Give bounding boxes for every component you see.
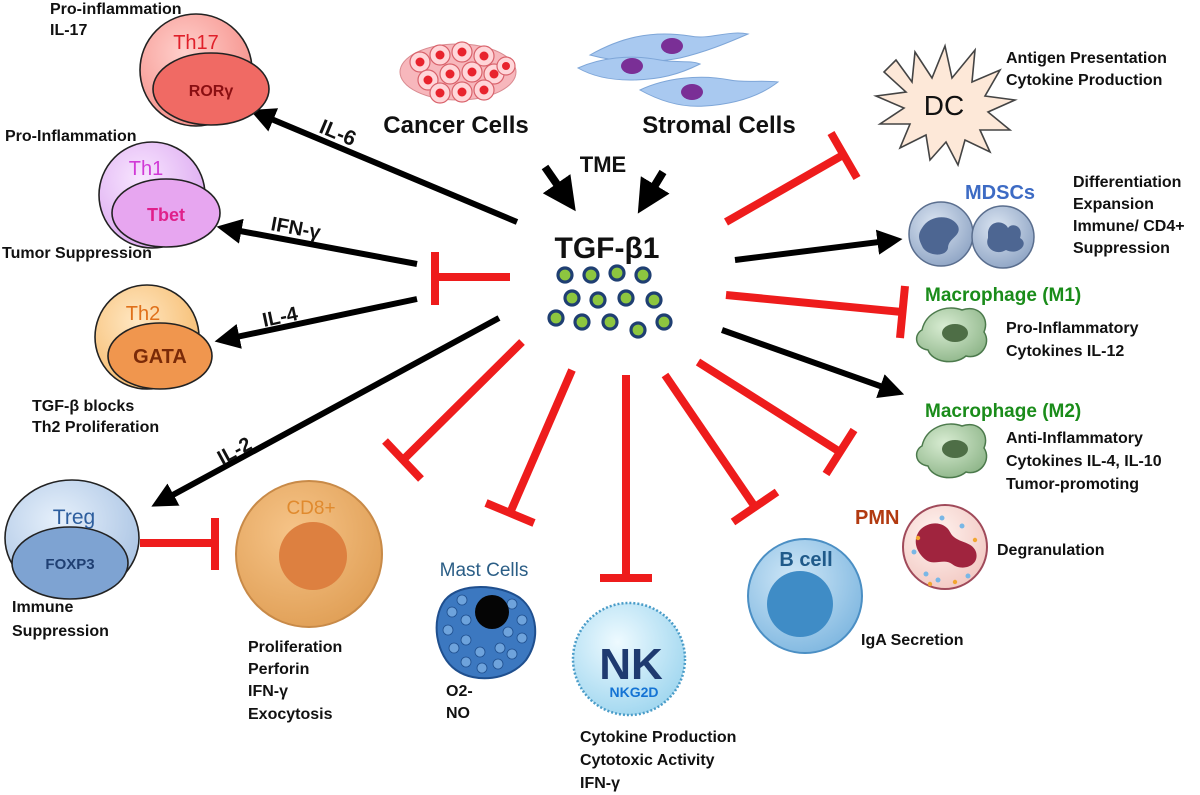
pmn-note: Degranulation (997, 542, 1105, 559)
tgf-to-th17-arrow (250, 108, 519, 225)
nk-note-line1: Cytokine Production (580, 729, 736, 746)
th2-tf-label: GATA (133, 346, 187, 368)
m2-macrophage-icon (915, 423, 988, 479)
m1-note-line1: Pro-Inflammatory (1006, 320, 1139, 337)
th1-note-bottom: Tumor Suppression (2, 245, 152, 262)
stromal-cells-label: Stromal Cells (642, 112, 795, 139)
cd8-note-line4: Exocytosis (248, 706, 333, 723)
dc-note-line1: Antigen Presentation (1006, 50, 1167, 67)
tme-label: TME (580, 152, 626, 177)
tgf-to-treg-arrow (151, 315, 501, 507)
mdsc-note-line3: Immune/ CD4+ (1073, 218, 1185, 235)
pmn-cell-icon (902, 504, 988, 590)
m2-note-line1: Anti-Inflammatory (1006, 430, 1143, 447)
tgf-inhibits-cd8 (382, 339, 525, 482)
cd8-note-line1: Proliferation (248, 639, 342, 656)
nk-cell (571, 601, 687, 717)
tgf-to-th1-arrow (216, 218, 418, 267)
dc-label: DC (924, 90, 964, 121)
th17-note-line2: IL-17 (50, 22, 87, 39)
m1-note-line2: Cytokines IL-12 (1006, 343, 1124, 360)
th1-note-top: Pro-Inflammation (5, 128, 137, 145)
nk-note-line3: IFN-γ (580, 775, 620, 792)
tgf-to-mdsc-arrow (734, 229, 903, 263)
th2-note-line1: TGF-β blocks (32, 398, 134, 415)
th17-cell (139, 13, 270, 127)
promote-arrows (151, 108, 905, 507)
mast-cell-icon (435, 586, 537, 680)
tgf-inhibits-mast (484, 368, 576, 527)
mdsc-note-line2: Expansion (1073, 196, 1154, 213)
treg-inhibits-cd8 (140, 518, 219, 570)
mdsc-cells-icon (908, 201, 1035, 269)
tgf-to-th2-arrow (214, 296, 418, 349)
th2-label: Th2 (126, 303, 160, 325)
mdsc-note-line1: Differentiation (1073, 174, 1181, 191)
inhibit-lines (140, 130, 909, 582)
tgf-inhibits-nk (600, 375, 652, 582)
th1-tf-label: Tbet (147, 205, 185, 225)
cd8-note-line3: IFN-γ (248, 683, 288, 700)
cd8-note-line2: Perforin (248, 661, 309, 678)
cancer-to-tgf-arrow (541, 164, 576, 212)
b-cell-label: B cell (779, 549, 832, 571)
nk-label: NK (599, 640, 663, 689)
nk-note-line2: Cytotoxic Activity (580, 752, 715, 769)
tgf-inhibits-bcell (661, 372, 780, 526)
tgf-inhibits-th1-th2 (431, 252, 510, 305)
b-cell-note: IgA Secretion (861, 632, 964, 649)
th2-note-line2: Th2 Proliferation (32, 419, 159, 436)
mast-cells-label: Mast Cells (440, 560, 529, 581)
stromal-cells-icon (576, 32, 780, 107)
treg-tf-label: FOXP3 (45, 556, 94, 573)
m1-macrophage-icon (915, 307, 988, 363)
th17-label: Th17 (173, 32, 219, 54)
cancer-cells-icon (399, 41, 517, 104)
mdsc-note-line4: Suppression (1073, 240, 1170, 257)
m1-label: Macrophage (M1) (925, 285, 1081, 306)
tgf-to-m2-arrow (720, 327, 905, 398)
dc-cell-icon (873, 43, 1018, 168)
nk-receptor-label: NKG2D (609, 684, 658, 700)
th17-tf-label: RORγ (189, 83, 234, 100)
th2-cell (94, 284, 213, 390)
cd8-label-text: CD8+ (286, 498, 335, 519)
cancer-cells-label: Cancer Cells (383, 112, 528, 139)
mast-note-no: NO (446, 705, 470, 722)
treg-note-line1: Immune (12, 599, 73, 616)
tgf-inhibits-pmn (695, 358, 858, 477)
tgf-inhibits-dc (724, 130, 861, 226)
th1-cell (98, 141, 221, 249)
tgf-beta1-label: TGF-β1 (555, 232, 660, 265)
th17-note-line1: Pro-inflammation (50, 1, 182, 18)
dc-note-line2: Cytokine Production (1006, 72, 1162, 89)
mast-note-o2: O2- (446, 683, 473, 700)
m2-note-line2: Cytokines IL-4, IL-10 (1006, 453, 1162, 470)
b-cell (747, 538, 863, 654)
mdsc-label: MDSCs (965, 182, 1035, 204)
cd8-label: CD8+ (286, 498, 335, 519)
tgf-inhibits-m1 (725, 285, 909, 339)
treg-label: Treg (53, 506, 95, 529)
tgf-beta1-molecules-icon (547, 264, 673, 339)
stromal-to-tgf-arrow (637, 169, 670, 214)
cd8-cell (235, 480, 383, 628)
treg-note-line2: Suppression (12, 623, 109, 640)
pmn-label: PMN (855, 507, 899, 529)
th1-label: Th1 (129, 158, 163, 180)
m2-label: Macrophage (M2) (925, 401, 1081, 422)
treg-cell (4, 479, 140, 600)
m2-note-line3: Tumor-promoting (1006, 476, 1139, 493)
